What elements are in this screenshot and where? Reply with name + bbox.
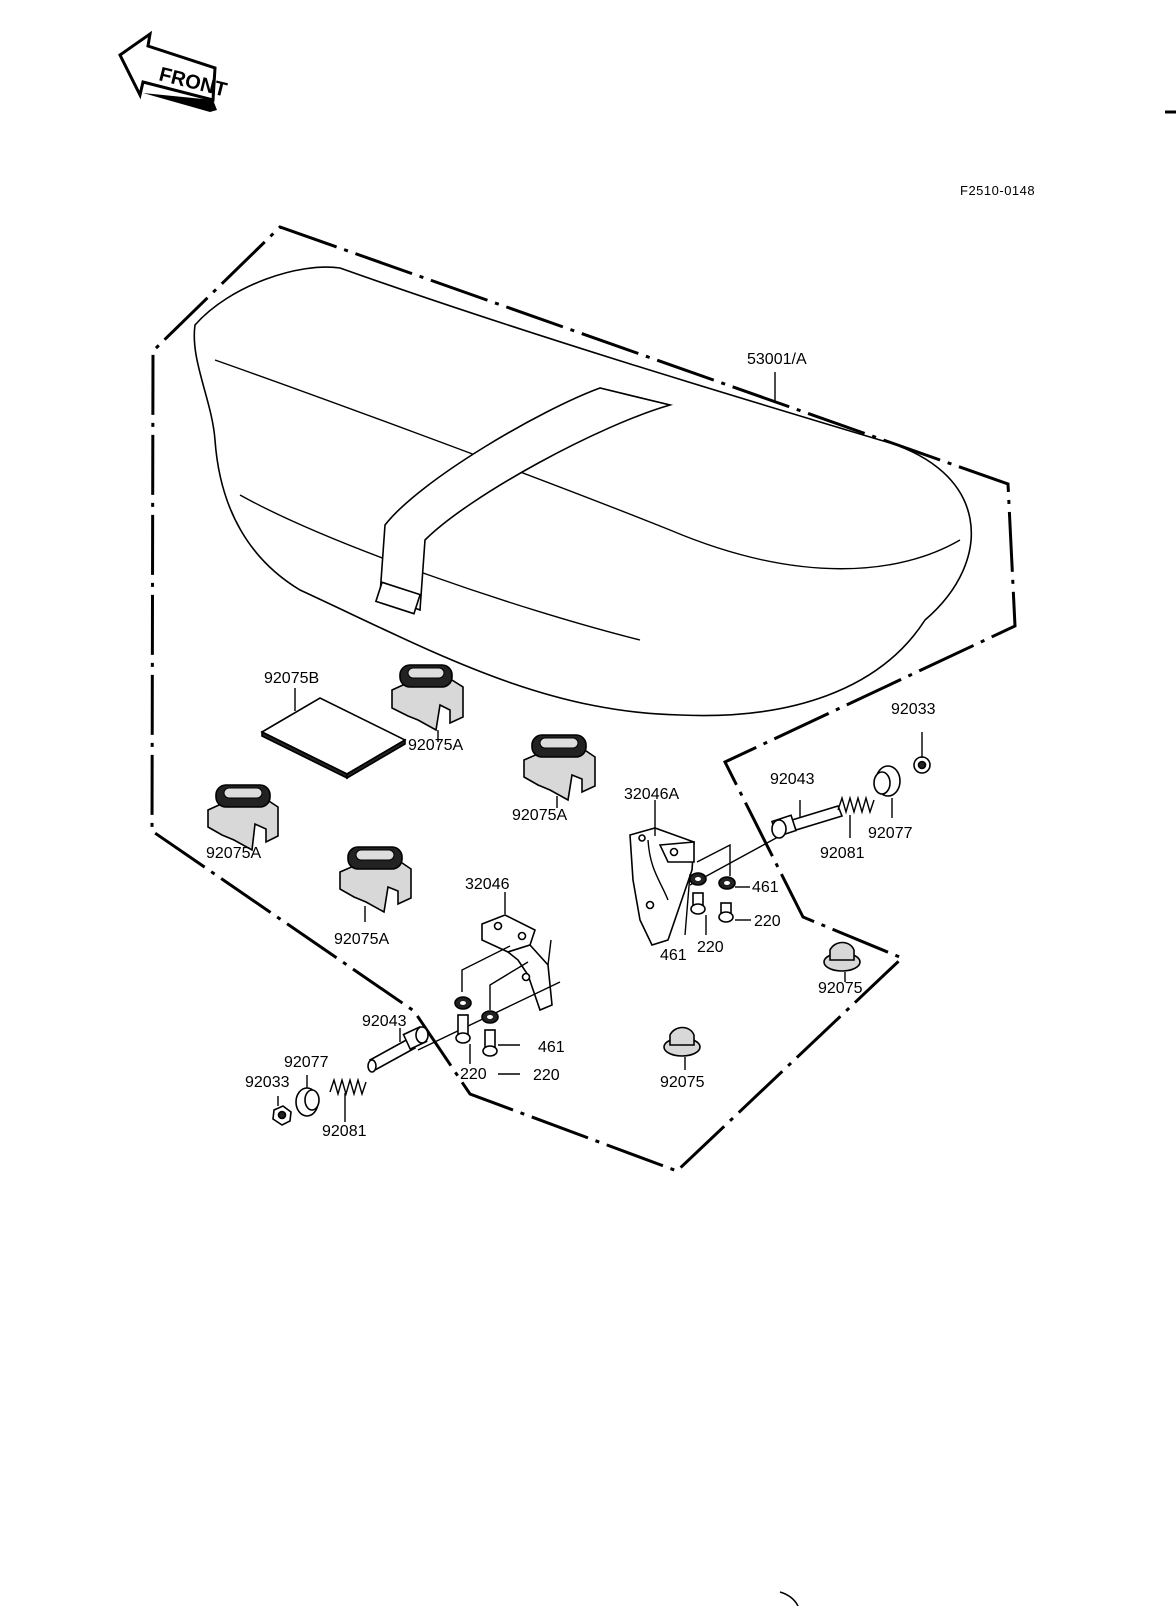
label-cushion-1: 92075A <box>408 737 464 754</box>
spring-left-icon <box>329 1077 367 1097</box>
cushion-block-icon-2 <box>523 734 596 802</box>
bolt-left-icon <box>367 1025 429 1073</box>
label-collar-right: 92077 <box>868 825 913 842</box>
label-screw-left-2: 220 <box>533 1067 560 1084</box>
label-washer-right-2: 461 <box>660 947 687 964</box>
label-washer-right: 461 <box>752 879 779 896</box>
scan-mark <box>779 1591 799 1607</box>
damper-right-icon <box>823 941 861 972</box>
nut-right-icon <box>913 756 931 774</box>
bracket-left-icon <box>481 914 553 1012</box>
collar-right-icon <box>873 765 901 797</box>
label-pad-plate: 92075B <box>264 670 320 687</box>
bolt-guide-left-2 <box>489 961 529 1010</box>
label-spring-left: 92081 <box>322 1123 367 1140</box>
label-damper-right: 92075 <box>818 980 863 997</box>
cushion-block-icon-3 <box>207 784 279 852</box>
label-nut-right: 92033 <box>891 701 936 718</box>
cushion-block-icon-4 <box>339 846 412 914</box>
bolt-guide-right <box>696 843 731 876</box>
washer-right-icons <box>689 872 736 890</box>
label-bracket-right: 32046A <box>624 786 680 803</box>
damper-center-icon <box>663 1026 701 1057</box>
screw-left-icons <box>455 1014 498 1057</box>
label-cushion-3: 92075A <box>206 845 262 862</box>
label-spring-right: 92081 <box>820 845 865 862</box>
label-cushion-2: 92075A <box>512 807 568 824</box>
bracket-right-icon <box>629 827 695 946</box>
washer-right-leader-2 <box>684 873 691 936</box>
label-bracket-left: 32046 <box>465 876 510 893</box>
bolt-guide-left-1 <box>461 945 511 992</box>
label-washer-left: 461 <box>538 1039 565 1056</box>
label-seat: 53001/A <box>747 351 807 368</box>
label-cushion-4: 92075A <box>334 931 390 948</box>
label-screw-left: 220 <box>460 1066 487 1083</box>
nut-left-icon <box>272 1105 292 1126</box>
bolt-right-icon <box>771 805 844 839</box>
cushion-block-icon-1 <box>391 664 464 732</box>
spring-right-icon <box>837 795 875 815</box>
assembly-boundary <box>150 225 1017 1173</box>
label-bolt-right: 92043 <box>770 771 815 788</box>
label-nut-left: 92033 <box>245 1074 290 1091</box>
label-screw-right: 220 <box>754 913 781 930</box>
seat-icon <box>193 266 973 717</box>
washer-left-icons <box>454 996 499 1024</box>
label-bolt-left: 92043 <box>362 1013 407 1030</box>
label-screw-right-2: 220 <box>697 939 724 956</box>
pad-plate-icon <box>260 697 407 780</box>
front-arrow-icon: FRONT <box>118 30 229 112</box>
screw-right-icons <box>690 892 734 923</box>
label-collar-left: 92077 <box>284 1054 329 1071</box>
figure-code: F2510-0148 <box>960 183 1036 198</box>
collar-left-icon <box>295 1087 320 1117</box>
label-damper-center: 92075 <box>660 1074 705 1091</box>
